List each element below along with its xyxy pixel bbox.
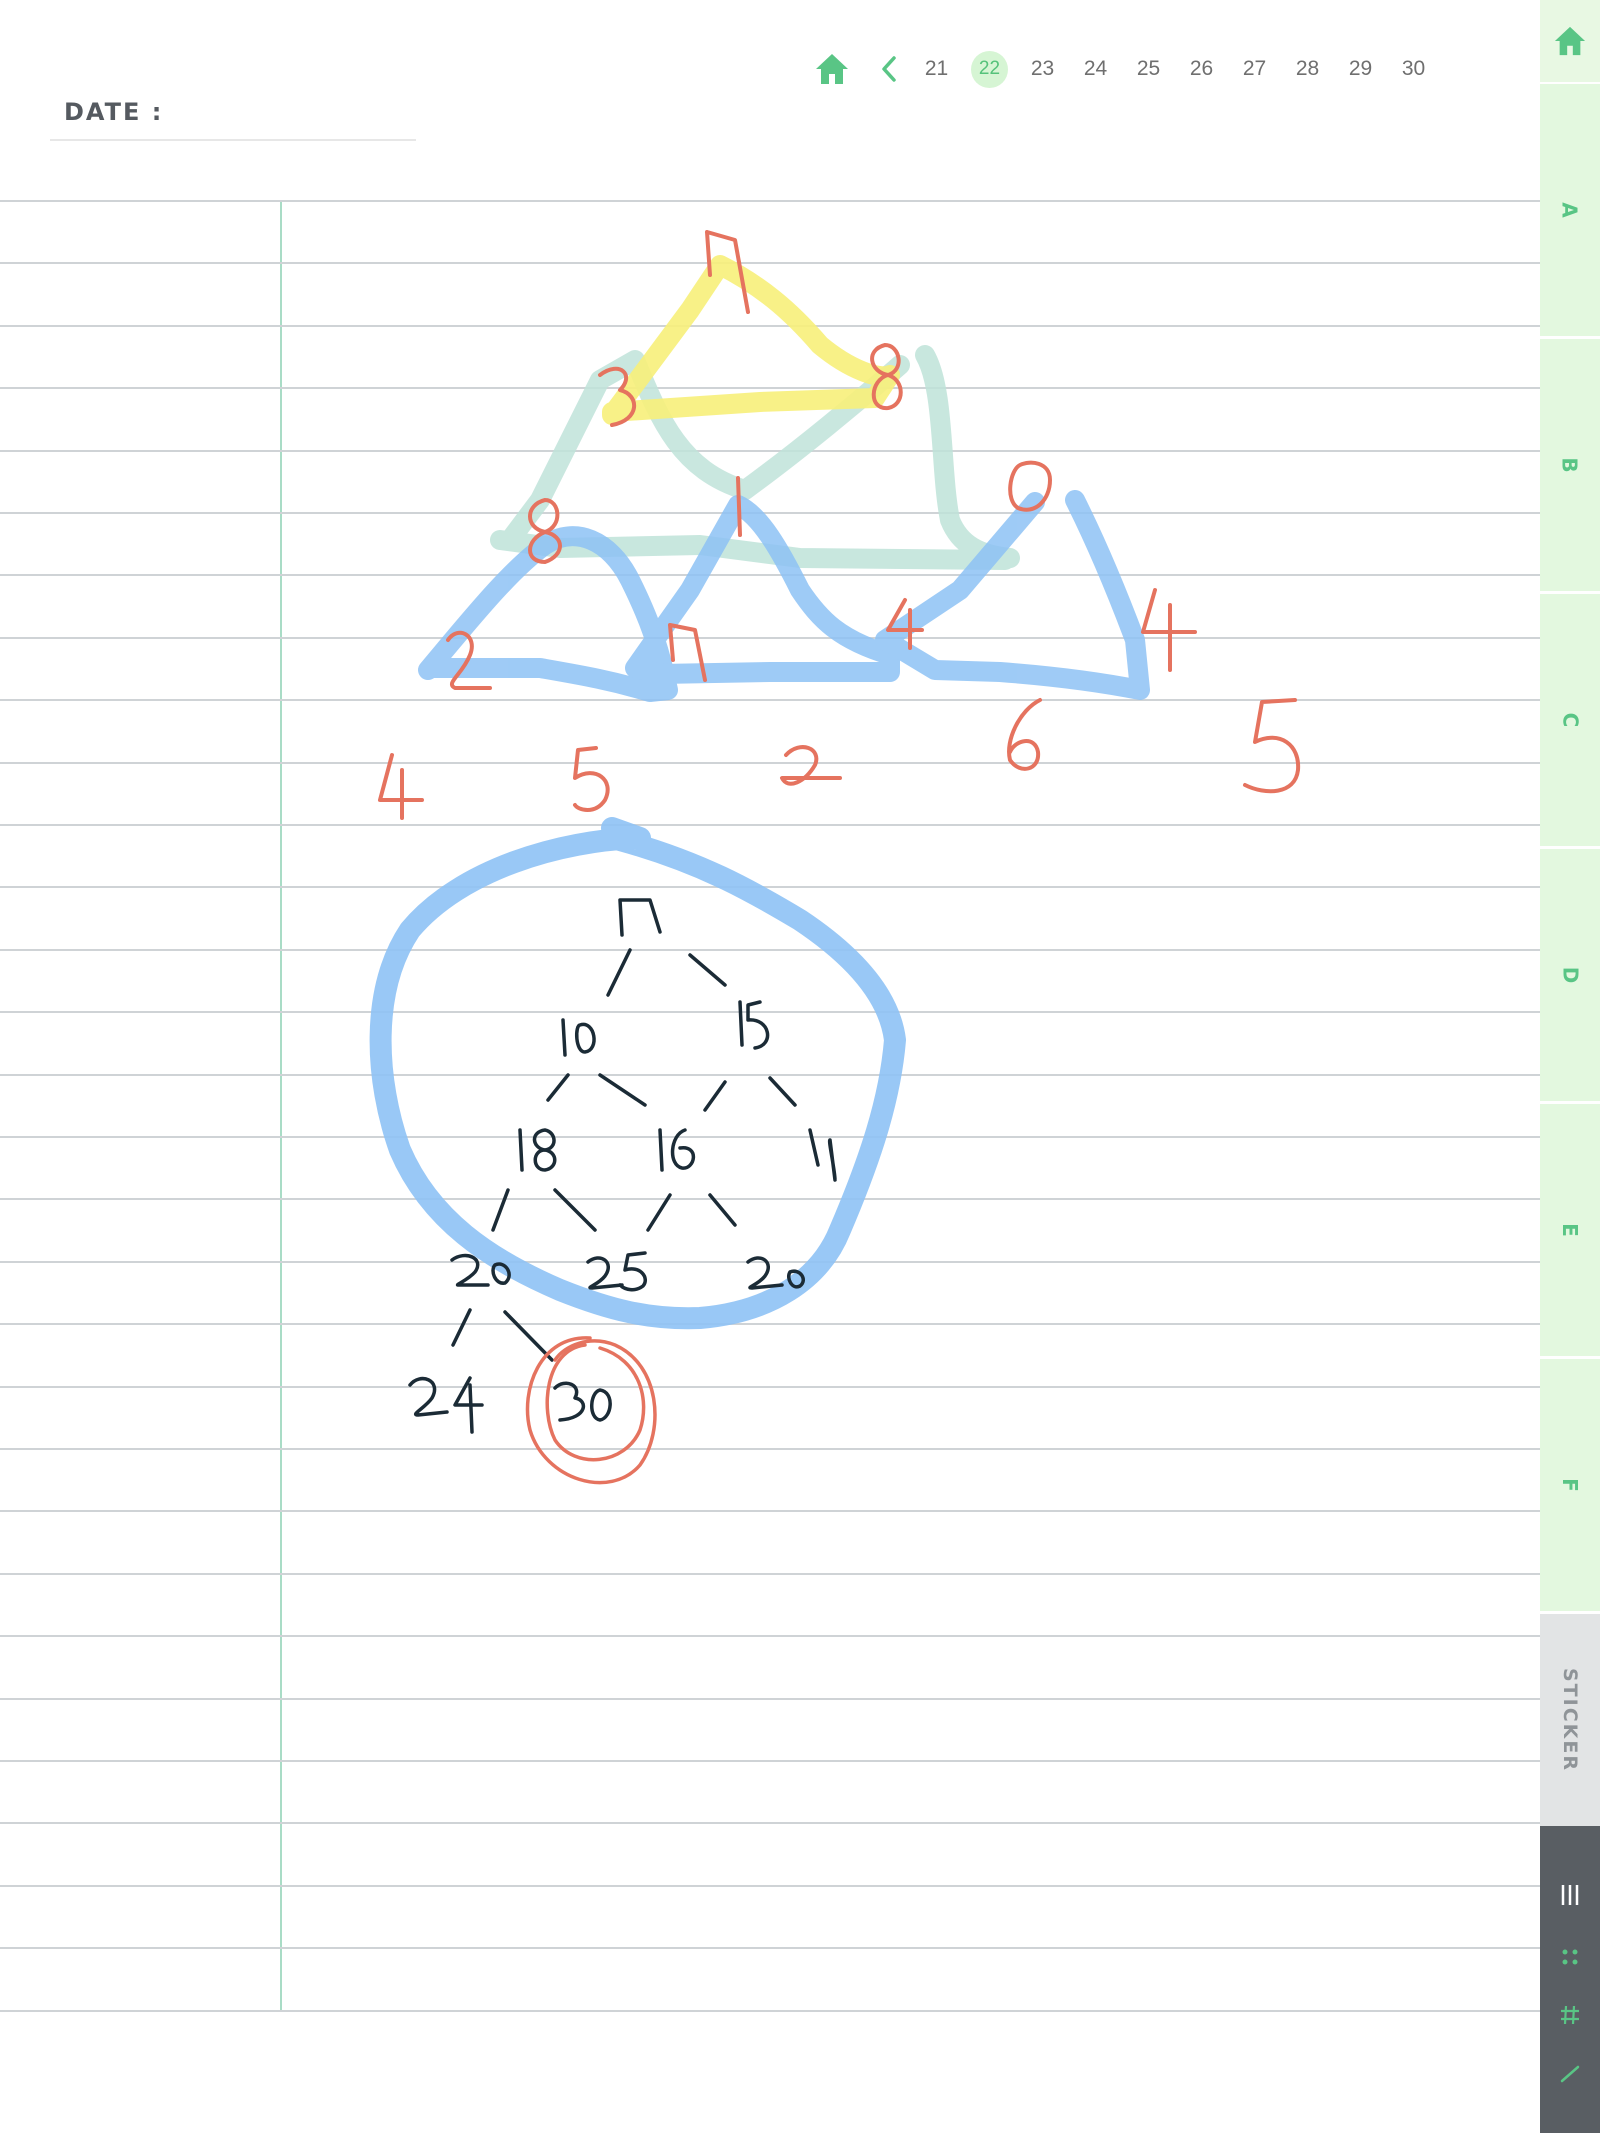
tab-f-label: F — [1557, 1478, 1582, 1492]
ruled-line — [0, 637, 1540, 639]
page-25-link[interactable]: 25 — [1136, 57, 1161, 80]
tab-b[interactable]: B — [1540, 339, 1600, 594]
page-29-link[interactable]: 29 — [1348, 57, 1373, 80]
page-22-link-active[interactable]: 22 — [971, 50, 1008, 88]
ruled-line — [0, 1573, 1540, 1575]
tab-d[interactable]: D — [1540, 849, 1600, 1104]
ruled-line — [0, 1198, 1540, 1200]
ruled-line — [0, 1760, 1540, 1762]
ruled-line — [0, 1261, 1540, 1263]
ruled-line — [0, 325, 1540, 327]
ruled-line — [0, 1136, 1540, 1138]
sidebar-home-icon[interactable] — [1540, 0, 1600, 84]
tab-e-label: E — [1557, 1223, 1582, 1237]
ruled-line — [0, 886, 1540, 888]
ruled-line — [0, 1323, 1540, 1325]
chevron-left-icon[interactable] — [874, 49, 904, 89]
ruled-line — [0, 512, 1540, 514]
ruled-line — [0, 1822, 1540, 1824]
ruled-line — [0, 2010, 1540, 2012]
ruled-line — [0, 200, 1540, 202]
ruled-line — [0, 450, 1540, 452]
ruled-line — [0, 1510, 1540, 1512]
ruled-line — [0, 1074, 1540, 1076]
ruled-line — [0, 387, 1540, 389]
sidebar: A B C D E F STICKER — [1540, 0, 1600, 2133]
tab-c-label: C — [1558, 712, 1582, 728]
ruled-line — [0, 1885, 1540, 1887]
tab-d-label: D — [1557, 966, 1582, 984]
ruled-line — [0, 574, 1540, 576]
tab-b-label: B — [1558, 457, 1582, 473]
ruled-line — [0, 949, 1540, 951]
ruled-line — [0, 1635, 1540, 1637]
hash-icon[interactable] — [1540, 1990, 1600, 2040]
notebook-page[interactable] — [0, 0, 1540, 2133]
dots-grid-icon[interactable] — [1540, 1932, 1600, 1982]
date-label: DATE : — [64, 98, 164, 126]
tab-c[interactable]: C — [1540, 594, 1600, 849]
ruled-line — [0, 262, 1540, 264]
page-24-link[interactable]: 24 — [1083, 57, 1108, 80]
tab-e[interactable]: E — [1540, 1104, 1600, 1359]
ruled-line — [0, 699, 1540, 701]
menu-lines-icon[interactable] — [1540, 1870, 1600, 1920]
page-28-link[interactable]: 28 — [1295, 57, 1320, 80]
tab-f[interactable]: F — [1540, 1359, 1600, 1614]
ruled-line — [0, 1947, 1540, 1949]
page-23-link[interactable]: 23 — [1030, 57, 1055, 80]
tab-a[interactable]: A — [1540, 84, 1600, 339]
page-26-link[interactable]: 26 — [1189, 57, 1214, 80]
ruled-line — [0, 1448, 1540, 1450]
page-27-link[interactable]: 27 — [1242, 57, 1267, 80]
ruled-line — [0, 1011, 1540, 1013]
home-icon[interactable] — [812, 49, 852, 89]
ruled-line — [0, 1386, 1540, 1388]
sticker-tab[interactable]: STICKER — [1540, 1614, 1600, 1826]
margin-line — [280, 200, 282, 2012]
tab-a-label: A — [1557, 202, 1582, 218]
page-30-link[interactable]: 30 — [1401, 57, 1426, 80]
ruled-line — [0, 824, 1540, 826]
sticker-label: STICKER — [1559, 1668, 1581, 1772]
page-navigation: 21 22 23 24 25 26 27 28 29 30 — [812, 44, 1448, 94]
ruled-line — [0, 762, 1540, 764]
date-field[interactable] — [50, 139, 416, 141]
line-tool-icon[interactable] — [1540, 2048, 1600, 2098]
ruled-line — [0, 1698, 1540, 1700]
tool-panel — [1540, 1826, 1600, 2133]
page-21-link[interactable]: 21 — [924, 57, 949, 80]
